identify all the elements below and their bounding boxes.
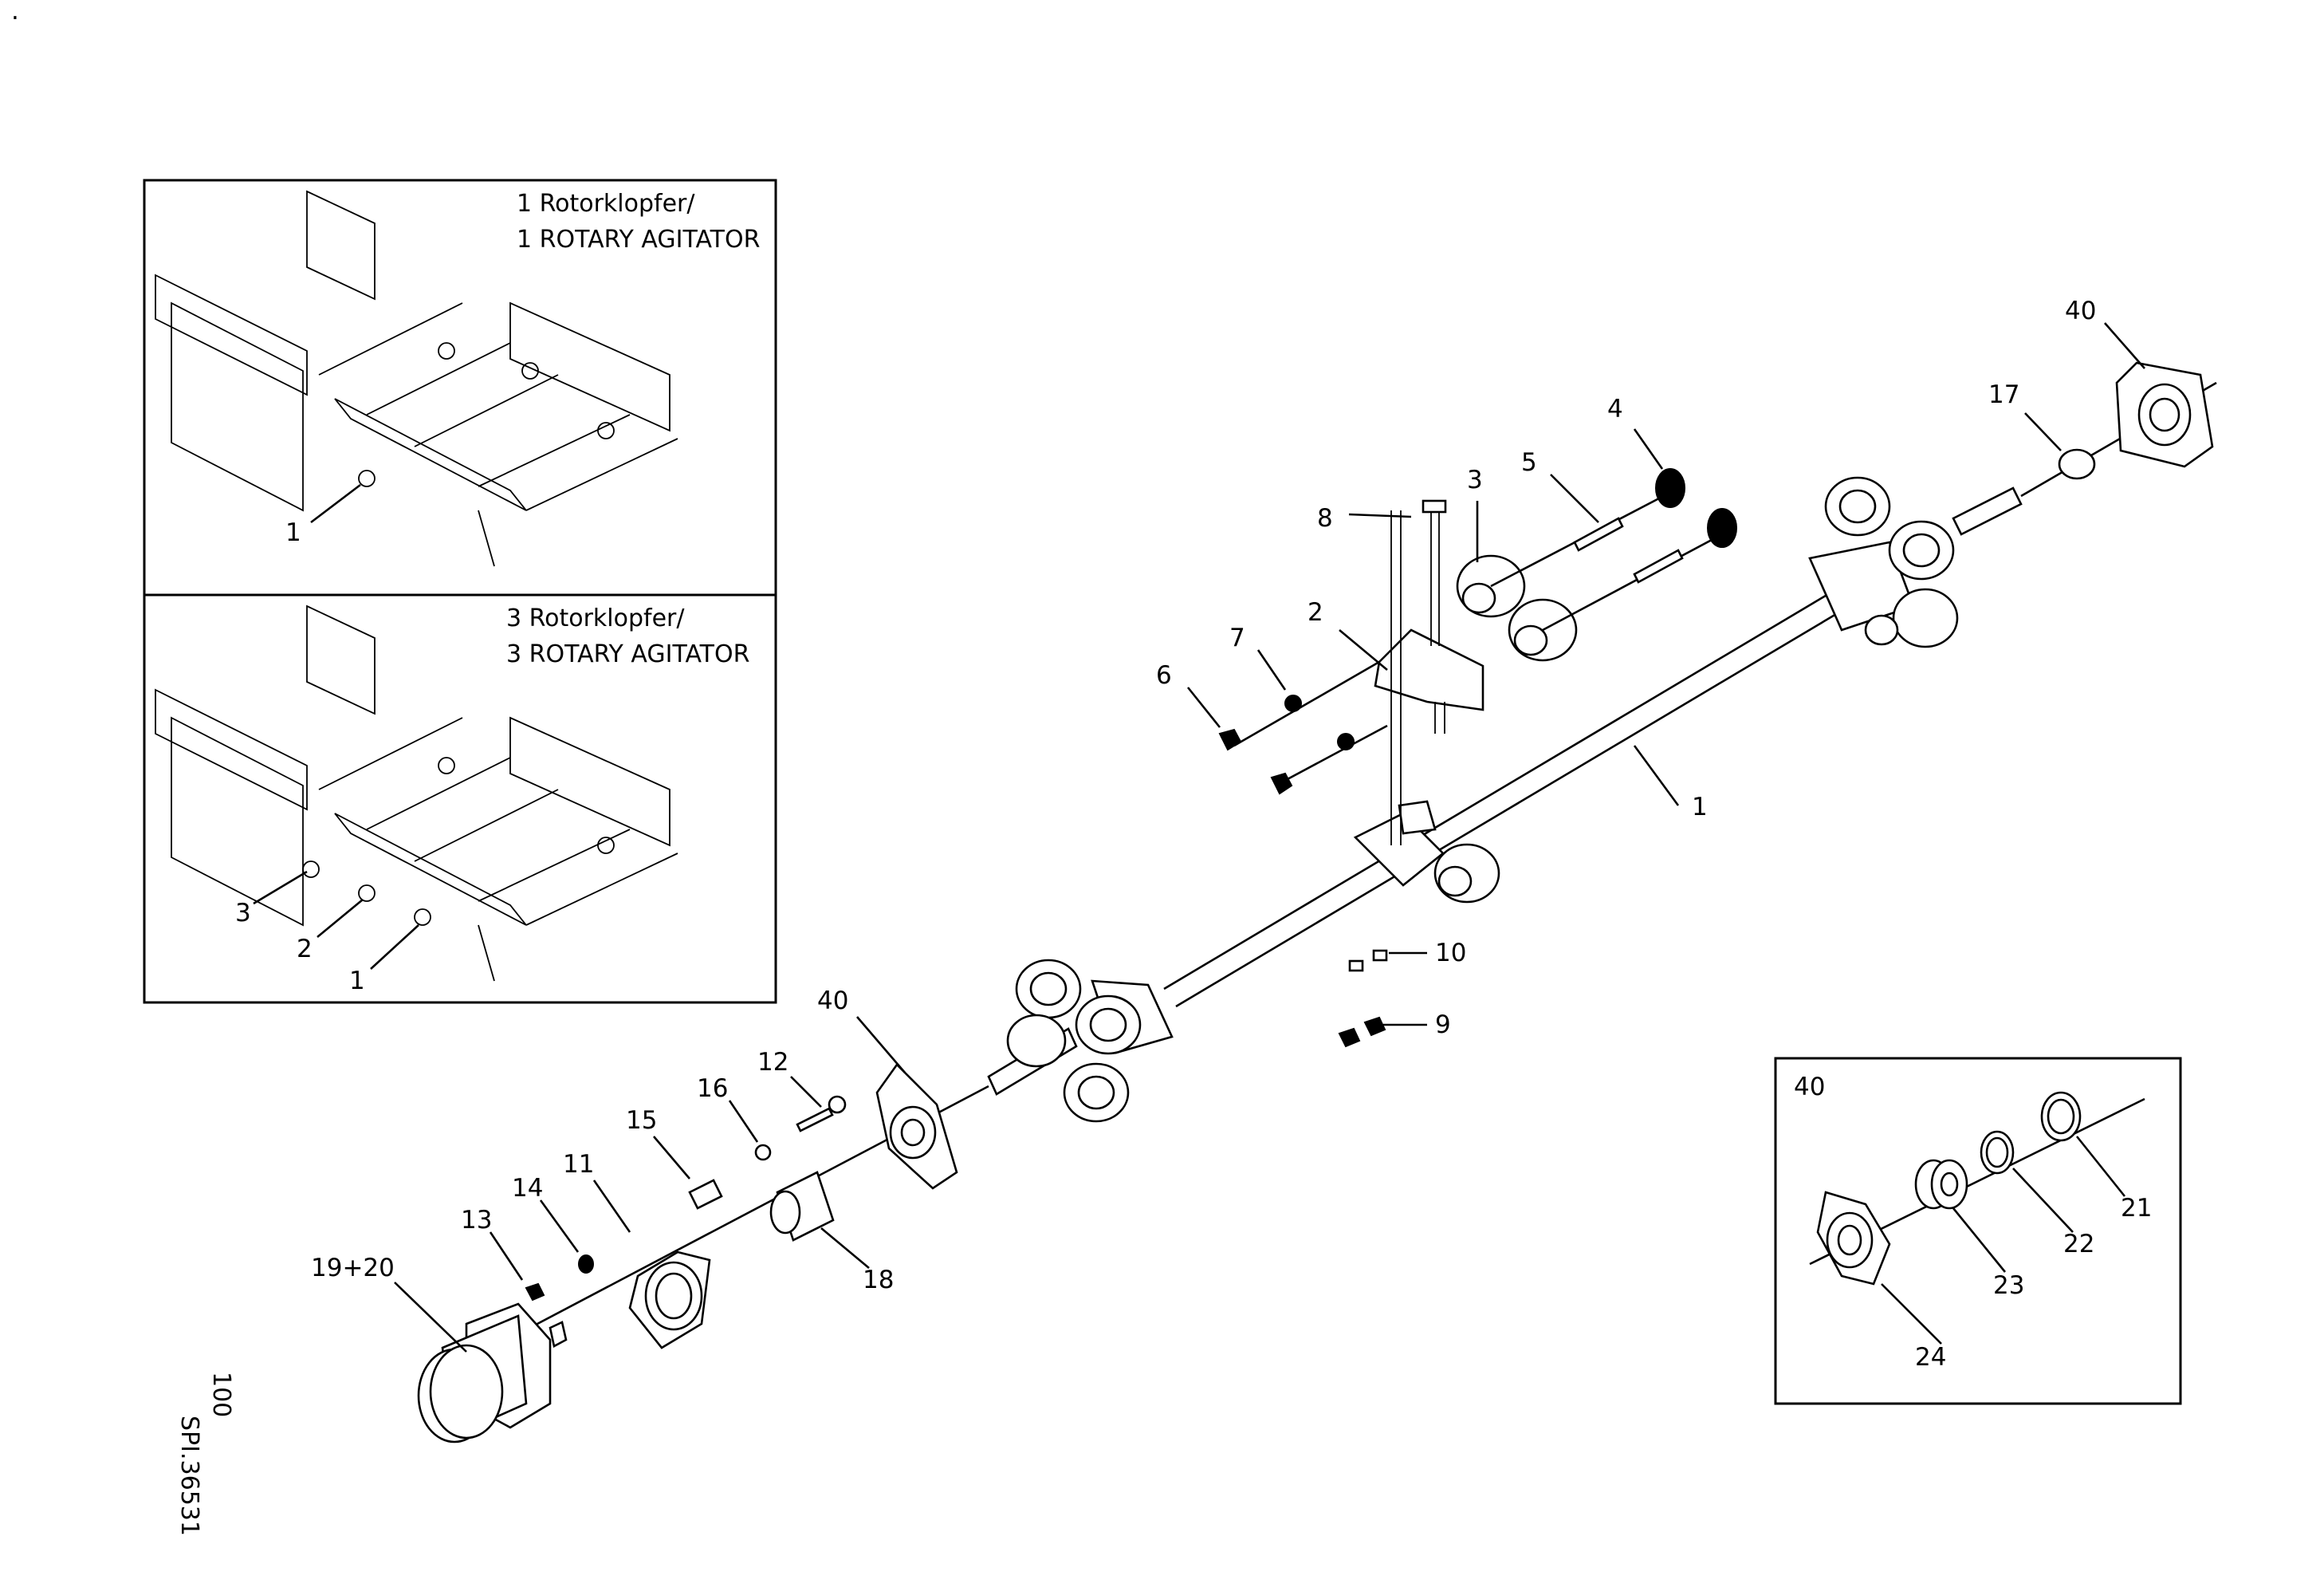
inset-three-label-2: 2 — [297, 935, 313, 963]
inset-three-label-1: 1 — [349, 967, 365, 995]
detail-inset-40: 40 21 22 23 24 — [1774, 1057, 2182, 1405]
corner-mark: . — [11, 0, 19, 26]
left-roller-cluster — [1006, 959, 1174, 1123]
coupling-18 — [769, 1171, 835, 1242]
detail-inset-title: 40 — [1794, 1073, 1825, 1101]
washer-10a — [1348, 959, 1364, 972]
drawing-id-block: SPI.36531 100 — [175, 1372, 235, 1536]
bolt-5b — [1633, 549, 1684, 584]
detail-label-22: 22 — [2063, 1230, 2094, 1258]
callout-7: 7 — [1229, 624, 1245, 652]
left-flange-bearing — [875, 1062, 958, 1190]
callout-40-left: 40 — [817, 987, 848, 1015]
nut-9b — [1363, 1016, 1386, 1037]
callout-3: 3 — [1467, 466, 1483, 494]
motor-19-20 — [417, 1302, 568, 1443]
gear-4a — [1655, 468, 1685, 508]
detail-label-23: 23 — [1993, 1271, 2024, 1300]
shaft-tube-top-edge — [1163, 585, 1842, 990]
main-callouts: 1 2 3 4 5 6 7 8 9 10 11 12 13 14 15 16 1 — [311, 297, 2145, 1353]
spring-washer-14 — [578, 1254, 594, 1274]
inset-three-label-3: 3 — [235, 899, 251, 927]
spacer-16 — [754, 1144, 772, 1161]
detail-label-21: 21 — [2121, 1194, 2152, 1223]
inset-three-title-line1: 3 Rotorklopfer/ — [506, 605, 685, 632]
detail-flange-24 — [1816, 1191, 1891, 1286]
middle-roller-bracket — [1353, 800, 1500, 904]
right-roller-cluster — [1808, 476, 1959, 648]
callout-17: 17 — [1988, 380, 2019, 409]
gear-4b — [1707, 508, 1737, 548]
inset-one-title-line2: 1 ROTARY AGITATOR — [517, 226, 760, 254]
inset-one-label-1: 1 — [285, 518, 301, 547]
inset-one-title-line1: 1 Rotorklopfer/ — [517, 190, 695, 218]
inset-three-frame — [143, 593, 777, 1004]
motor-plate-11 — [628, 1250, 711, 1349]
callout-5: 5 — [1521, 448, 1537, 477]
callout-18: 18 — [863, 1266, 894, 1294]
washer-7a — [1284, 695, 1302, 712]
callout-19-20: 19+20 — [311, 1254, 395, 1282]
inset-one-leader-1 — [310, 483, 361, 524]
sleeve-17 — [2058, 448, 2096, 480]
callout-13: 13 — [461, 1206, 492, 1235]
spacer-15 — [688, 1179, 723, 1210]
right-stub-shaft — [1952, 486, 2023, 536]
callout-1: 1 — [1692, 793, 1708, 821]
inset-three-leader-1 — [370, 924, 419, 970]
drawing-id: SPI.36531 — [175, 1416, 203, 1536]
detail-label-24: 24 — [1915, 1343, 1946, 1372]
callout-12: 12 — [757, 1048, 788, 1077]
inset-three-title-line2: 3 ROTARY AGITATOR — [506, 640, 749, 668]
callout-14: 14 — [512, 1174, 543, 1203]
callout-4: 4 — [1607, 395, 1623, 423]
callout-11: 11 — [563, 1150, 594, 1179]
bolt-5a — [1573, 517, 1624, 552]
callout-40-right: 40 — [2065, 297, 2096, 325]
callout-2: 2 — [1307, 598, 1323, 627]
detail-bearing-23 — [1914, 1159, 1968, 1210]
callout-16: 16 — [697, 1074, 728, 1103]
inset-three-agitators: 3 Rotorklopfer/ 3 ROTARY AGITATOR 3 2 1 — [143, 593, 777, 1004]
washer-10b — [1372, 949, 1388, 962]
main-shaft-assembly — [417, 361, 2217, 1443]
callout-6: 6 — [1156, 661, 1172, 690]
shaft-tube-bottom-edge — [1175, 602, 1854, 1008]
bolt-12 — [796, 1107, 834, 1132]
inset-one-frame-assembly — [155, 190, 678, 567]
nut-9a — [1338, 1027, 1361, 1048]
washer-7b — [1337, 733, 1355, 750]
callout-9: 9 — [1435, 1010, 1451, 1039]
inset-three-leader-2 — [317, 898, 364, 939]
callout-10: 10 — [1435, 939, 1466, 967]
callout-15: 15 — [626, 1106, 657, 1135]
detail-inset-frame — [1774, 1057, 2182, 1405]
inset-three-frame-assembly — [155, 605, 678, 982]
nut-13 — [525, 1282, 545, 1302]
upper-roller-bracket — [1218, 468, 1737, 1048]
nut-6b — [1270, 772, 1293, 795]
callout-8: 8 — [1317, 504, 1333, 533]
page-number: 100 — [207, 1372, 235, 1417]
nut-6a — [1218, 728, 1242, 751]
inset-one-agitator: 1 Rotorklopfer/ 1 ROTARY AGITATOR 1 — [143, 179, 777, 597]
inset-three-leader-3 — [253, 870, 308, 905]
right-flange-bearing — [2115, 361, 2214, 468]
